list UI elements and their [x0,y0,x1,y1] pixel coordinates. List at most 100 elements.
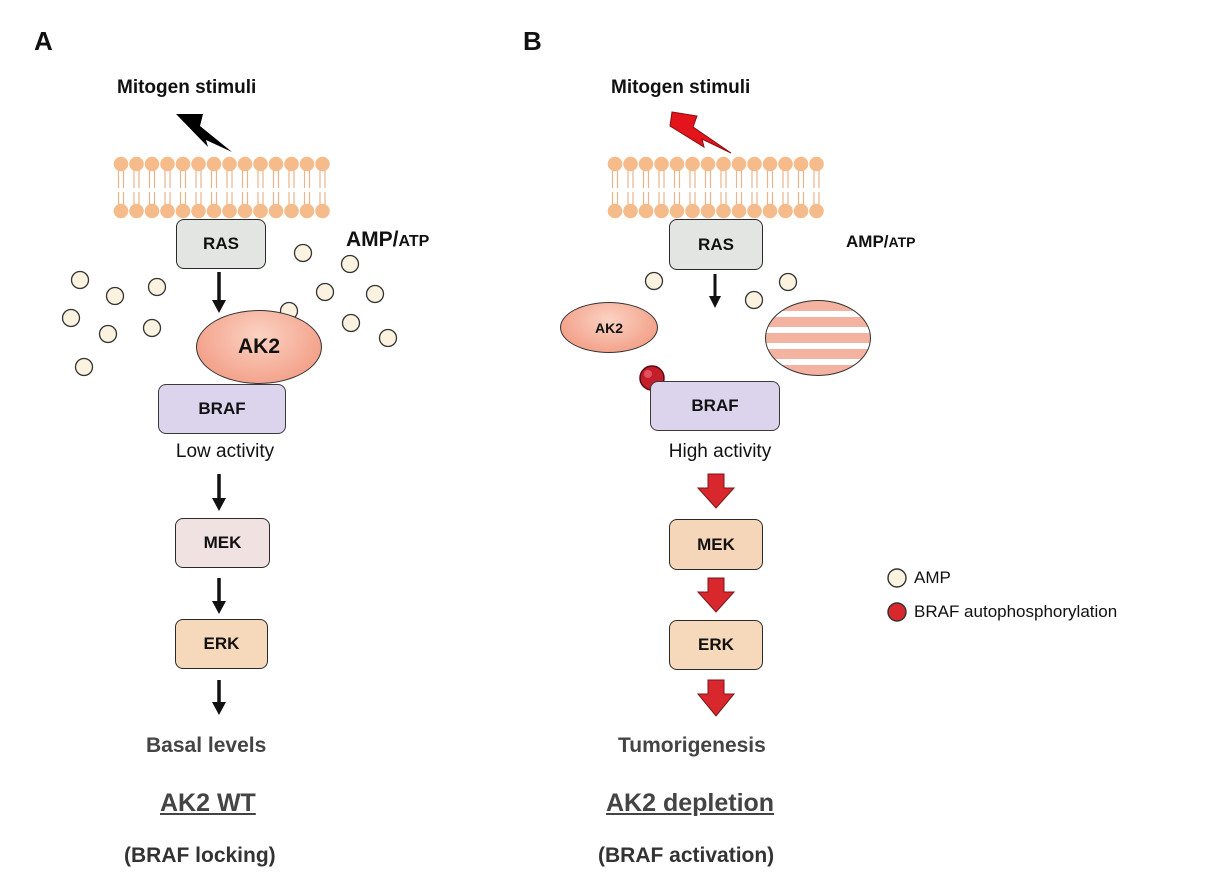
red-arrow-braf-to-mek-b [696,473,736,509]
amp-molecule [142,318,162,338]
amp-molecules [61,243,798,377]
lipid-head [160,203,175,219]
ak2-label-b: AK2 [594,319,623,336]
lipid-head [638,203,654,219]
lipid-head [731,156,747,172]
lightning-bolt-icon-a [176,114,232,152]
lipid-head [716,203,731,219]
amp-molecule [74,357,94,377]
condition-label-a: AK2 WT [160,789,256,817]
arrow-ras-down-b [709,274,721,308]
amp-molecule [378,328,398,348]
lipid-head [222,203,237,219]
lipid-head [129,203,144,219]
arrow-ras-to-ak2-a [212,272,226,313]
mek-box-a: MEK [175,518,270,568]
lipid-head [315,156,330,172]
ras-box-b: RAS [669,219,763,270]
lipid-head [778,156,793,172]
red-arrow-mek-to-erk-b [696,577,736,613]
lipid-head [607,156,623,172]
amp-molecule [147,277,167,297]
lipid-head [129,156,144,172]
lipid-head [762,203,778,219]
lipid-head [191,156,206,172]
lipid-head [206,203,222,219]
lipid-head [747,203,762,219]
amp-atp-label-a: AMP/ATP [346,228,429,252]
braf-box-b: BRAF [650,381,780,431]
lipid-head [144,203,160,219]
lipid-head [237,156,253,172]
lipid-head [299,203,315,219]
lipid-head [685,203,700,219]
lipid-head [793,203,809,219]
lipid-head [237,203,253,219]
subtitle-label-b: (BRAF activation) [598,844,775,867]
amp-atp-small-b: ATP [888,234,916,250]
lipid-head [253,203,268,219]
arrow-braf-to-mek-a [212,474,226,511]
lipid-head [222,156,237,172]
erk-label-a: ERK [203,634,240,653]
lipid-head [268,156,284,172]
lightning-bolt-icon-b [669,111,732,154]
lipid-head [809,156,824,172]
lipid-head [700,156,716,172]
lipid-head [731,203,747,219]
lipid-head [700,203,716,219]
legend-braf-autophos-label: BRAF autophosphorylation [914,602,1118,621]
legend-amp-label: AMP [914,568,951,587]
lipid-head [206,156,222,172]
amp-molecule [778,272,798,292]
ras-label-b: RAS [698,234,734,254]
braf-box-a: BRAF [158,384,286,434]
lipid-head [191,203,206,219]
lipid-head [654,156,669,172]
outcome-label-a: Basal levels [146,734,267,757]
lipid-head [638,156,654,172]
ak2-enzyme-a: AK2 [196,310,322,384]
amp-molecule [341,313,361,333]
braf-label-b: BRAF [691,396,739,415]
ak2-depleted-striped-ellipse [765,300,871,376]
lipid-head [175,203,191,219]
cell-membrane-b [607,156,824,219]
arrow-erk-to-outcome-a [212,680,226,715]
lipid-head [144,156,160,172]
lipid-head [299,156,315,172]
braf-label-a: BRAF [198,399,246,418]
lipid-head [268,203,284,219]
activity-label-b: High activity [668,441,772,462]
condition-label-b: AK2 depletion [606,789,775,817]
lipid-head [747,156,762,172]
lipid-head [160,156,175,172]
subtitle-label-a: (BRAF locking) [124,844,276,867]
lipid-head [762,156,778,172]
amp-molecule [315,282,335,302]
lipid-head [284,203,299,219]
lipid-head [654,203,669,219]
amp-molecule [98,324,118,344]
lipid-head [284,156,299,172]
mek-box-b: MEK [669,519,763,570]
cell-membrane-a [113,156,330,219]
ak2-enzyme-b: AK2 [560,302,658,353]
lipid-head [253,156,268,172]
amp-atp-small-a: ATP [398,233,430,250]
amp-molecule [744,290,764,310]
lipid-head [716,156,731,172]
amp-molecule [365,284,385,304]
ras-box-a: RAS [176,219,266,269]
lipid-head [669,203,685,219]
lipid-head [607,203,623,219]
amp-molecule [293,243,313,263]
outcome-label-b: Tumorigenesis [618,734,766,757]
lipid-head [623,156,638,172]
ras-label-a: RAS [203,234,239,253]
amp-atp-label-b: AMP/ATP [846,232,915,252]
lipid-head [113,203,129,219]
red-arrow-erk-to-outcome-b [696,679,736,717]
panel-b-letter: B [523,26,542,56]
